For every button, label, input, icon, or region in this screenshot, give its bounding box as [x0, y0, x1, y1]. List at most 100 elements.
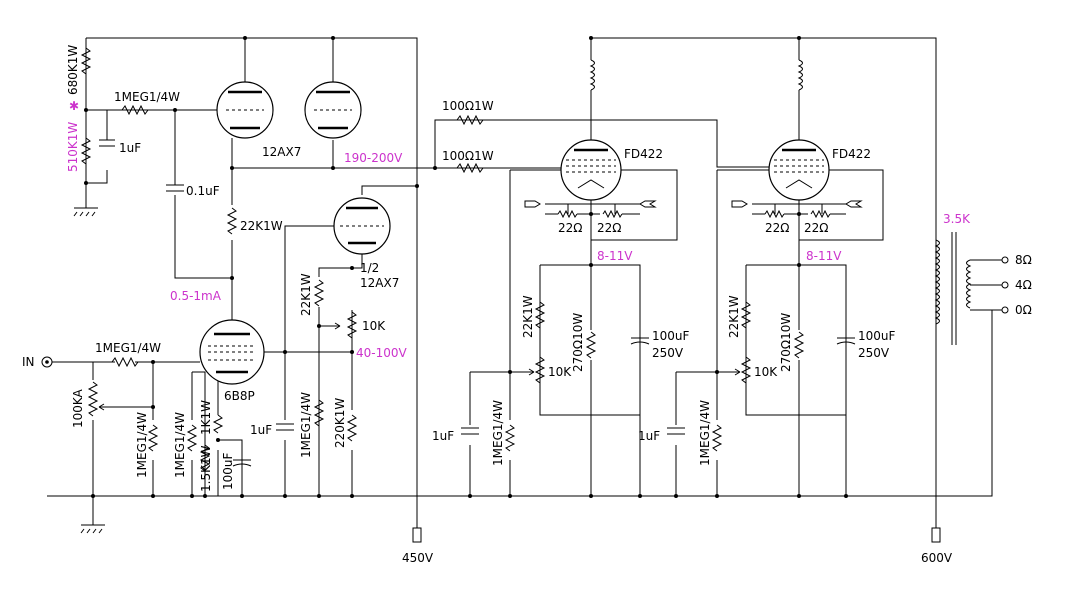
terminal-4-icon [1001, 281, 1009, 289]
resistor-22-h2b [810, 209, 846, 219]
label-1meg-c: 1MEG1/4W [299, 392, 313, 458]
ground-icon [73, 207, 98, 217]
annotation-190v: 190-200V [344, 151, 403, 165]
resistor-1meg-in [111, 356, 139, 368]
label-h2b: 22Ω [804, 221, 828, 235]
label-0-1uf: 0.1uF [186, 184, 220, 198]
terminals [41, 200, 1009, 543]
terminal-450v-icon [412, 527, 422, 543]
resistor-b1-270 [585, 331, 597, 359]
label-100uf-cath: 100uF [221, 452, 235, 490]
label-b2-1uf: 1uF [638, 429, 660, 443]
label-22k-pot: 22K1W [299, 273, 313, 316]
label-b1-100uf: 100uF [652, 329, 690, 343]
label-0ohm: 0Ω [1015, 303, 1032, 317]
label-1meg-in: 1MEG1/4W [95, 341, 161, 355]
label-600v: 600V [921, 551, 953, 565]
resistor-22-h2a [752, 209, 808, 219]
terminal-labels: IN 450V 600V 8Ω 4Ω 0Ω [22, 253, 1032, 565]
resistor-22k-plate [226, 207, 238, 235]
label-1meg-g: 1MEG1/4W [135, 412, 149, 478]
label-450v: 450V [402, 551, 434, 565]
label-b2-250v: 250V [858, 346, 890, 360]
resistor-510k [80, 137, 92, 165]
label-b1-10k: 10K [548, 365, 572, 379]
label-220k: 220K1W [333, 398, 347, 448]
wiring [47, 37, 1002, 528]
label-b2-22k: 22K1W [727, 295, 741, 338]
label-pot-10k: 10K [362, 319, 386, 333]
label-b2-270: 270Ω10W [779, 313, 793, 372]
capacitor-1uf-mid [276, 423, 294, 431]
resistor-b2-1meg [711, 424, 723, 452]
resistor-1-5k [199, 444, 211, 472]
label-100ka: 100KA [71, 388, 85, 428]
terminal-600v-icon [931, 527, 941, 543]
label-1k: 1K1W [199, 400, 213, 435]
annotation-ma: 0.5-1mA [170, 289, 222, 303]
label-b1-22k: 22K1W [521, 295, 535, 338]
resistor-b2-22k [740, 301, 752, 329]
label-100-a1: 100Ω1W [442, 99, 494, 113]
label-12ax7: 12AX7 [262, 145, 301, 159]
plate-choke-2 [797, 59, 803, 91]
label-b2-100uf: 100uF [858, 329, 896, 343]
label-b2-10k: 10K [754, 365, 778, 379]
heater-terminal-icon [524, 200, 657, 208]
label-1-5k: 1.5K1W [199, 445, 213, 492]
ground-symbols [73, 207, 105, 534]
component-labels: 12AX7 1/2 12AX7 6B8P FD422 FD422 680K1W … [66, 45, 896, 492]
label-b1-1meg: 1MEG1/4W [491, 400, 505, 466]
junction-dots [84, 36, 848, 498]
label-h1a: 22Ω [558, 221, 582, 235]
input-jack-icon [41, 356, 53, 368]
tube-12ax7-right [304, 81, 362, 139]
label-1meg-top: 1MEG1/4W [114, 90, 180, 104]
potentiometer-100ka [87, 381, 99, 417]
resistor-1meg-b [186, 424, 198, 452]
label-input: IN [22, 355, 35, 369]
terminal-0-icon [1001, 306, 1009, 314]
resistor-b1-22k [534, 301, 546, 329]
tube-6b8p [199, 319, 265, 385]
capacitor-b1-1uf [461, 427, 479, 435]
label-100-a2: 100Ω1W [442, 149, 494, 163]
star-mark: ✱ [69, 99, 79, 113]
label-half-line2: 12AX7 [360, 276, 399, 290]
annotation-8v-1: 8-11V [597, 249, 633, 263]
label-h2a: 22Ω [765, 221, 789, 235]
capacitor-0-1uf [166, 184, 184, 192]
ground-icon [80, 524, 105, 534]
label-b1-250v: 250V [652, 346, 684, 360]
label-b1-270: 270Ω10W [571, 313, 585, 372]
potentiometer-b2-10k [740, 356, 752, 384]
resistor-1meg-g [147, 424, 159, 452]
potentiometer-10k [346, 311, 358, 339]
resistor-symbols [80, 47, 846, 472]
capacitor-1uf-top [99, 139, 115, 147]
annotation-impedance: 3.5K [943, 212, 971, 226]
tube-12ax7-left [216, 81, 274, 139]
plate-choke-1 [589, 59, 595, 91]
resistor-22-h1a [545, 209, 600, 219]
label-680k: 680K1W [66, 45, 80, 95]
tube-12ax7-half [333, 197, 391, 255]
label-510k: 510K1W [66, 122, 80, 172]
resistor-1meg-top [121, 104, 149, 116]
resistor-1meg-c [313, 399, 325, 427]
label-half-line1: 1/2 [360, 261, 379, 275]
label-1uf-top: 1uF [119, 141, 141, 155]
resistor-b1-1meg [504, 424, 516, 452]
label-1meg-b: 1MEG1/4W [173, 412, 187, 478]
annotation-40v: 40-100V [356, 346, 408, 360]
label-fd422-2: FD422 [832, 147, 871, 161]
label-b1-1uf: 1uF [432, 429, 454, 443]
capacitor-b2-100uf [836, 337, 856, 345]
resistor-100-a2 [456, 162, 484, 174]
resistor-680k [80, 47, 92, 75]
capacitor-b1-100uf [630, 337, 650, 345]
label-fd422-1: FD422 [624, 147, 663, 161]
tube-fd422-1 [560, 139, 622, 201]
voltage-annotations: 190-200V 0.5-1mA 40-100V 8-11V 8-11V 3.5… [170, 151, 971, 360]
